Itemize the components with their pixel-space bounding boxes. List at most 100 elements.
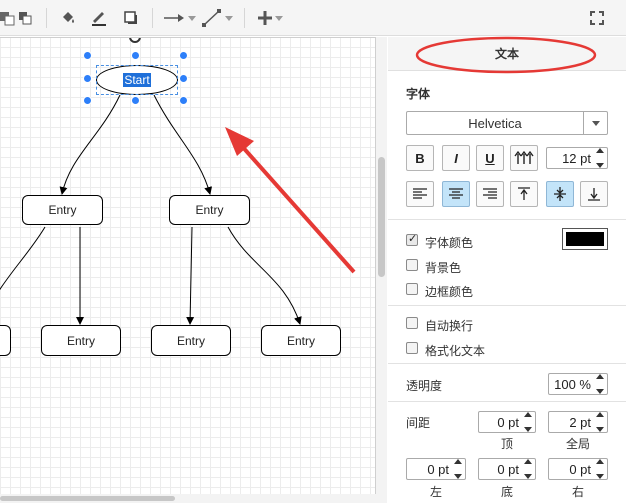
- entry-node[interactable]: Entry: [169, 195, 250, 225]
- duplicate-icon[interactable]: [14, 6, 36, 30]
- spacing-top-input[interactable]: 0 pt: [478, 411, 536, 433]
- align-top-icon: [518, 187, 530, 200]
- start-node[interactable]: Start: [96, 65, 178, 95]
- waypoint-icon[interactable]: [200, 6, 234, 30]
- spacing-right-input[interactable]: 0 pt: [548, 458, 608, 480]
- formatted-text-checkbox[interactable]: [406, 342, 418, 354]
- entry-label: Entry: [48, 203, 77, 217]
- stepper-icon[interactable]: [595, 148, 605, 168]
- font-section-title: 字体: [406, 87, 431, 101]
- resize-handle[interactable]: [83, 74, 92, 83]
- font-size-value: 12 pt: [562, 150, 591, 166]
- connection-icon[interactable]: [161, 6, 197, 30]
- align-middle-button[interactable]: [546, 181, 574, 207]
- align-bottom-icon: [588, 188, 600, 201]
- fullscreen-icon[interactable]: [586, 6, 608, 30]
- fill-color-icon[interactable]: [57, 6, 79, 30]
- stepper-icon[interactable]: [595, 459, 605, 479]
- resize-handle[interactable]: [179, 51, 188, 60]
- resize-handle[interactable]: [179, 74, 188, 83]
- align-center-button[interactable]: [442, 181, 470, 207]
- bold-button[interactable]: B: [406, 145, 434, 171]
- word-wrap-label: 自动换行: [425, 319, 474, 333]
- align-left-button[interactable]: [406, 181, 434, 207]
- entry-label: Entry: [66, 333, 95, 348]
- border-color-checkbox[interactable]: [406, 283, 418, 295]
- font-color-fill: [566, 232, 604, 246]
- resize-handle[interactable]: [131, 96, 140, 105]
- resize-handle[interactable]: [83, 51, 92, 60]
- align-bottom-button[interactable]: [580, 181, 608, 207]
- opacity-input[interactable]: 100 %: [548, 373, 608, 395]
- font-color-checkbox[interactable]: [406, 232, 418, 246]
- spacing-left-input[interactable]: 0 pt: [406, 458, 466, 480]
- to-back-icon[interactable]: [0, 6, 18, 30]
- vertical-text-icon: [514, 150, 534, 164]
- toolbar-separator: [46, 8, 47, 28]
- italic-button[interactable]: I: [442, 145, 470, 171]
- start-label: Start: [123, 73, 151, 87]
- section-divider: [388, 401, 626, 402]
- format-panel: 文本 字体 Helvetica B I U 12 pt 字体颜色 背景色 边框颜…: [388, 37, 626, 503]
- tab-text[interactable]: 文本: [388, 37, 626, 71]
- spacing-top-value: 0 pt: [497, 414, 519, 430]
- toolbar-separator: [152, 8, 153, 28]
- stepper-icon[interactable]: [523, 459, 533, 479]
- spacing-bottom-input[interactable]: 0 pt: [478, 458, 536, 480]
- spacing-left-value: 0 pt: [427, 461, 449, 477]
- formatted-text-label: 格式化文本: [425, 344, 486, 358]
- entry-node[interactable]: Entry: [22, 195, 103, 225]
- entry-node[interactable]: Entry: [151, 325, 231, 356]
- underline-button[interactable]: U: [476, 145, 504, 171]
- entry-label: Entry: [195, 203, 224, 217]
- vertical-text-button[interactable]: [510, 145, 538, 171]
- rotate-handle[interactable]: [129, 37, 141, 43]
- entry-label: Entry: [286, 333, 315, 348]
- toolbar-separator: [244, 8, 245, 28]
- resize-handle[interactable]: [131, 51, 140, 60]
- align-center-icon: [449, 188, 463, 199]
- opacity-value: 100 %: [554, 376, 591, 392]
- spacing-label: 间距: [406, 416, 431, 430]
- section-divider: [388, 305, 626, 306]
- entry-node-partial[interactable]: [0, 325, 11, 356]
- font-family-select[interactable]: Helvetica: [406, 111, 608, 135]
- line-color-icon[interactable]: [88, 6, 110, 30]
- spacing-global-input[interactable]: 2 pt: [548, 411, 608, 433]
- diagram-canvas[interactable]: Start Entry Entry Entry Entry Entry: [0, 37, 376, 503]
- horizontal-scrollbar[interactable]: [0, 494, 376, 503]
- stepper-icon[interactable]: [595, 374, 605, 394]
- entry-node[interactable]: Entry: [41, 325, 121, 356]
- background-checkbox[interactable]: [406, 259, 418, 271]
- spacing-right-value: 0 pt: [569, 461, 591, 477]
- italic-label: I: [454, 150, 458, 166]
- align-top-button[interactable]: [510, 181, 538, 207]
- opacity-label: 透明度: [406, 379, 443, 393]
- dropdown-arrow-icon: [274, 15, 283, 21]
- stepper-icon[interactable]: [595, 412, 605, 432]
- spacing-top-label: 顶: [500, 437, 513, 451]
- font-color-swatch[interactable]: [562, 228, 608, 250]
- bold-label: B: [415, 150, 425, 166]
- word-wrap-checkbox[interactable]: [406, 317, 418, 329]
- insert-plus-icon[interactable]: [252, 6, 288, 30]
- spacing-left-label: 左: [429, 485, 442, 499]
- border-color-label: 边框颜色: [425, 285, 474, 299]
- spacing-bottom-value: 0 pt: [497, 461, 519, 477]
- horizontal-scroll-thumb[interactable]: [0, 496, 175, 501]
- entry-node[interactable]: Entry: [261, 325, 341, 356]
- resize-handle[interactable]: [83, 96, 92, 105]
- font-size-input[interactable]: 12 pt: [546, 147, 608, 169]
- align-right-button[interactable]: [476, 181, 504, 207]
- align-right-icon: [483, 188, 497, 199]
- resize-handle[interactable]: [179, 96, 188, 105]
- underline-label: U: [485, 150, 495, 166]
- stepper-icon[interactable]: [523, 412, 533, 432]
- vertical-scroll-thumb[interactable]: [378, 157, 385, 277]
- spacing-bottom-label: 底: [500, 485, 513, 499]
- align-middle-icon: [554, 187, 566, 201]
- background-label: 背景色: [425, 261, 462, 275]
- shadow-icon[interactable]: [120, 6, 142, 30]
- stepper-icon[interactable]: [453, 459, 463, 479]
- vertical-scrollbar[interactable]: [376, 37, 387, 503]
